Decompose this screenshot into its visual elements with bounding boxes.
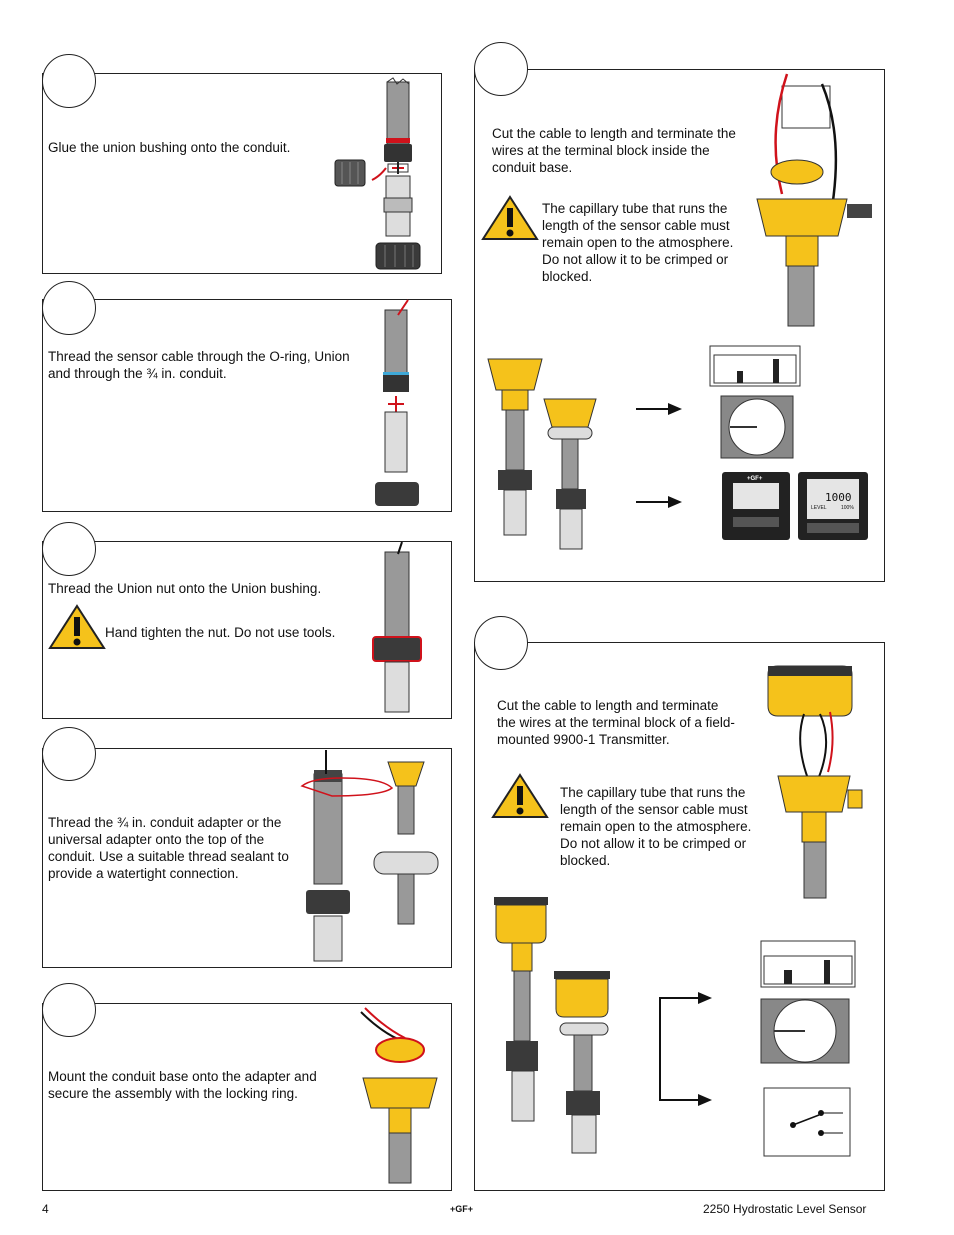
step-3-badge <box>42 522 96 576</box>
step-7-relay-module <box>763 1087 851 1157</box>
step-5-illustration <box>360 1007 438 1184</box>
step-7-warning-text: The capillary tube that runs the length … <box>560 785 752 868</box>
step-6-illustration <box>756 73 872 327</box>
step-6-panel-meter <box>709 345 801 387</box>
step-1-text: Glue the union bushing onto the conduit. <box>48 140 291 155</box>
step-6-lcd-label: LEVEL <box>811 505 827 511</box>
step-7-bracket-arrows <box>659 992 712 1106</box>
step-6-lcd-pct: 100% <box>841 505 854 511</box>
step-7-warning-icon <box>491 773 549 818</box>
step-6-warning-text: The capillary tube that runs the length … <box>542 201 734 284</box>
step-6-arrow-top <box>636 403 682 415</box>
step-2-badge <box>42 281 96 335</box>
step-3-warning-icon <box>48 604 106 649</box>
step-6-arrow-bottom <box>636 496 682 508</box>
step-1-panel <box>42 73 442 274</box>
step-7-text: Cut the cable to length and terminate th… <box>497 698 735 747</box>
footer-page-number: 4 <box>42 1202 49 1216</box>
step-2-illustration <box>375 299 419 506</box>
step-7-round-module <box>760 998 850 1064</box>
step-7-badge <box>474 616 528 670</box>
step-5-badge <box>42 983 96 1037</box>
step-3-illustration <box>372 541 422 713</box>
footer-title: 2250 Hydrostatic Level Sensor <box>703 1202 867 1216</box>
step-1-badge <box>42 54 96 108</box>
step-6-transmitter-brand: +GF+ <box>747 476 763 482</box>
footer-logo: +GF+ <box>450 1204 474 1214</box>
step-3-panel <box>42 541 452 719</box>
step-6-lcd-reading: 1000 <box>825 491 852 504</box>
step-4-illustration <box>300 750 439 962</box>
step-2-text: Thread the sensor cable through the O-ri… <box>48 349 350 381</box>
step-7-panel-meter <box>760 940 856 988</box>
step-6-transmitter-2 <box>798 472 868 540</box>
step-7-sensor-assemblies <box>494 897 610 1154</box>
step-2-panel <box>42 299 452 512</box>
step-3-warning-text: Hand tighten the nut. Do not use tools. <box>105 625 336 640</box>
step-7-illustration <box>767 665 863 899</box>
step-6-round-module <box>720 395 794 459</box>
step-3-text: Thread the Union nut onto the Union bush… <box>48 581 322 596</box>
step-6-transmitter-1 <box>722 472 790 540</box>
step-6-warning-icon <box>481 195 539 240</box>
step-6-badge <box>474 42 528 96</box>
step-4-text: Thread the ¾ in. conduit adapter or the … <box>48 815 289 881</box>
step-1-illustration <box>334 77 421 270</box>
step-5-text: Mount the conduit base onto the adapter … <box>48 1069 317 1101</box>
step-4-badge <box>42 727 96 781</box>
step-6-text: Cut the cable to length and terminate th… <box>492 126 736 175</box>
step-6-sensor-assemblies <box>487 358 597 550</box>
